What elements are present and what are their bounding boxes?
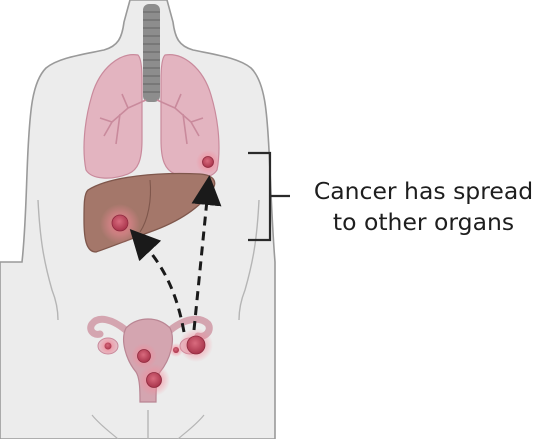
tumor-ovary-left: [99, 337, 117, 355]
tumor-lung: [196, 150, 220, 174]
annotation-line-2: to other organs: [296, 207, 551, 238]
annotation-label: Cancer has spread to other organs: [296, 176, 551, 238]
tumor-liver: [100, 204, 140, 244]
annotation-line-1: Cancer has spread: [296, 176, 551, 207]
trachea-icon: [143, 4, 160, 102]
tumor-ovary-right: [179, 328, 213, 362]
tumor-small: [169, 343, 183, 357]
tumor-cervix: [138, 364, 170, 396]
